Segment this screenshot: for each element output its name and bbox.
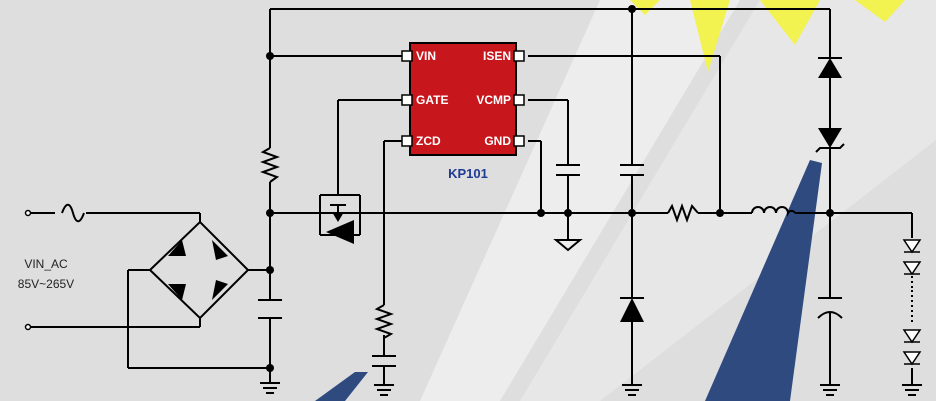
ground-icon (622, 384, 642, 396)
pin-label-vcmp: VCMP (476, 93, 511, 107)
chip-part-number: KP101 (448, 166, 488, 181)
mosfet-body-diode (326, 220, 354, 244)
resistor-zcd (374, 304, 394, 339)
ground-icon (820, 384, 840, 396)
zener-diode-right (818, 128, 842, 148)
pin-label-gate: GATE (416, 93, 448, 107)
pin-label-zcd: ZCD (416, 134, 441, 148)
ac-source-icon (28, 203, 85, 223)
input-voltage-range: 85V~265V (18, 277, 74, 291)
background-light-beams (420, 0, 936, 401)
resistor-left (260, 147, 280, 183)
input-label: VIN_AC (24, 257, 68, 271)
mosfet-arrow (332, 212, 344, 222)
wires (28, 8, 913, 385)
input-terminal-top (24, 209, 32, 217)
led-string (902, 239, 922, 366)
pin-label-vin: VIN (416, 49, 436, 63)
diode-middle (620, 298, 644, 322)
diode-top-right (818, 58, 842, 78)
ground-icon (374, 384, 394, 396)
input-terminal-bottom (24, 323, 32, 331)
blue-light-beams (315, 160, 822, 401)
pin-label-gnd: GND (484, 134, 511, 148)
bridge-diodes (168, 240, 228, 300)
ground-icon (902, 384, 922, 396)
ground-icons (260, 382, 922, 396)
resistor-sense (667, 203, 699, 223)
ground-triangle-icon (553, 239, 583, 252)
inductor (751, 206, 796, 217)
ground-icon (260, 382, 280, 394)
ic-chip (401, 42, 525, 156)
yellow-light-beams (630, 0, 905, 72)
pin-label-isen: ISEN (483, 49, 511, 63)
junction-dots (266, 5, 834, 372)
